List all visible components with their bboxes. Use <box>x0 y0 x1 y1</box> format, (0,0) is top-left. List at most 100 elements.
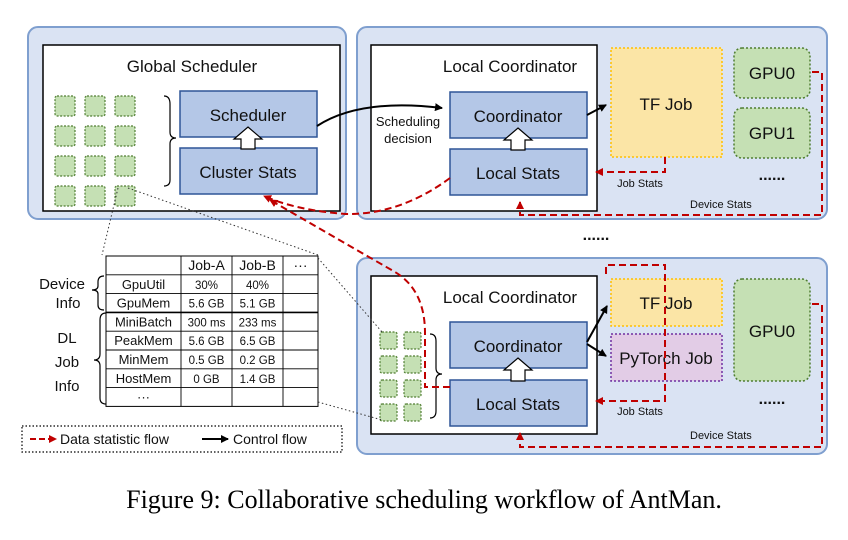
node-grid-global <box>54 95 136 207</box>
dl-job-info-label-2: Job <box>55 354 79 371</box>
figure-caption: Figure 9: Collaborative scheduling workf… <box>126 485 722 514</box>
data-flow-tfjob-to-localstats-1 <box>595 157 666 176</box>
table-cell: 30% <box>195 280 218 292</box>
coordinator-label-1: Coordinator <box>474 107 563 126</box>
device-info-brace <box>91 275 105 311</box>
pytorch-job-label: PyTorch Job <box>619 349 713 368</box>
gpu-node-icon <box>403 379 422 398</box>
gpu-node-icon <box>403 331 422 350</box>
data-flow-gpus-to-localstats-1 <box>516 71 823 216</box>
table-cell: 5.6 GB <box>189 299 225 311</box>
stats-table: Job-A Job-B ··· GpuUtil 30% 40% GpuMem 5.6 GB 5.… <box>105 255 319 407</box>
tf-job-box-1 <box>610 47 723 158</box>
grid-brace-global <box>163 95 177 187</box>
gpu-node-icon <box>54 125 76 147</box>
node-grid-local <box>379 331 422 422</box>
local-coordinator-title-1: Local Coordinator <box>443 57 578 76</box>
legend-box <box>21 425 343 453</box>
device-info-label-1: Device <box>39 276 85 293</box>
dl-job-info-label-3: Info <box>54 378 79 395</box>
table-cell: GpuMem <box>117 296 170 311</box>
device-info-label-2: Info <box>55 295 80 312</box>
zoom-line-right <box>127 187 319 256</box>
table-header-cell: Job-B <box>239 257 276 273</box>
gpu-node-icon <box>114 185 136 207</box>
table-cell: ··· <box>137 390 150 405</box>
table-cell: 40% <box>246 280 269 292</box>
table-cell: MinMem <box>119 352 169 367</box>
table-header-cell: ··· <box>294 257 308 273</box>
gpu-node-icon <box>114 95 136 117</box>
table-cell: 6.5 GB <box>240 336 276 348</box>
gpu-node-icon <box>379 355 398 374</box>
control-arrow-coordinator-to-tfjob-2 <box>586 305 608 343</box>
control-arrow-coordinator-to-pytorch <box>586 343 607 357</box>
tf-job-label-2: TF Job <box>640 294 693 313</box>
scheduler-label: Scheduler <box>210 106 287 125</box>
gpu-node-icon <box>403 355 422 374</box>
gpu0-label-2: GPU0 <box>749 322 795 341</box>
gpu1-box-1 <box>733 107 811 159</box>
scheduling-decision-label-1: Scheduling <box>376 114 440 129</box>
control-arrow-scheduler-to-coordinator <box>316 103 443 127</box>
data-flow-gpu-to-localstats-2 <box>516 303 823 448</box>
zoom-line-left <box>101 187 119 256</box>
tf-job-label-1: TF Job <box>640 95 693 114</box>
device-stats-label-1: Device Stats <box>690 199 752 211</box>
local-stats-box-2 <box>449 379 588 427</box>
gpu0-label-1: GPU0 <box>749 64 795 83</box>
control-arrow-coordinator-to-tfjob <box>586 104 607 116</box>
coordinator-label-2: Coordinator <box>474 337 563 356</box>
table-cell: MiniBatch <box>115 314 172 329</box>
table-cell: GpuUtil <box>122 277 165 292</box>
job-stats-label-1: Job Stats <box>617 178 663 190</box>
legend-data-flow-label: Data statistic flow <box>60 431 170 447</box>
gpu-node-icon <box>379 379 398 398</box>
gpu-node-icon <box>379 331 398 350</box>
local-coordinator-title-2: Local Coordinator <box>443 288 578 307</box>
gpu1-label-1: GPU1 <box>749 124 795 143</box>
legend-control-flow-label: Control flow <box>233 431 308 447</box>
global-scheduler-title: Global Scheduler <box>127 57 258 76</box>
pytorch-job-box <box>610 333 723 382</box>
hollow-up-arrow-1 <box>502 127 534 151</box>
table-cell: 0.2 GB <box>240 355 276 367</box>
gpu-ellipsis-1: ...... <box>759 167 786 184</box>
local-stats-label-1: Local Stats <box>476 164 560 183</box>
local-stats-label-2: Local Stats <box>476 395 560 414</box>
zoom-line-local-bottom <box>317 401 383 421</box>
tf-job-box-2 <box>610 278 723 327</box>
hollow-up-arrow-global <box>232 126 264 150</box>
gpu-node-icon <box>114 155 136 177</box>
cluster-stats-box <box>179 147 318 195</box>
gpu-node-icon <box>54 155 76 177</box>
gpu-node-icon <box>54 95 76 117</box>
hollow-up-arrow-2 <box>502 357 534 382</box>
gpu-ellipsis-2: ...... <box>759 391 786 408</box>
coordinators-ellipsis: ...... <box>583 227 610 244</box>
table-cell: PeakMem <box>114 333 173 348</box>
gpu-node-icon <box>84 95 106 117</box>
table-cell: 233 ms <box>239 317 277 329</box>
grid-brace-local <box>429 333 443 419</box>
table-cell: 5.6 GB <box>189 336 225 348</box>
scheduling-decision-label-2: decision <box>384 131 432 146</box>
gpu0-box-2 <box>733 278 811 382</box>
device-stats-label-2: Device Stats <box>690 430 752 442</box>
gpu-node-icon <box>84 155 106 177</box>
table-header-cell: Job-A <box>188 257 225 273</box>
gpu-node-icon <box>84 185 106 207</box>
table-cell: 1.4 GB <box>240 374 276 386</box>
gpu0-box-1 <box>733 47 811 99</box>
gpu-node-icon <box>403 403 422 422</box>
data-flow-jobs-to-localstats-2 <box>595 264 666 405</box>
gpu-node-icon <box>84 125 106 147</box>
table-cell: 0 GB <box>193 374 220 386</box>
table-cell: 0.5 GB <box>189 355 225 367</box>
local-stats-box-1 <box>449 148 588 196</box>
data-flow-localstats1-to-cluster <box>263 177 451 216</box>
gpu-node-icon <box>114 125 136 147</box>
gpu-node-icon <box>379 403 398 422</box>
table-cell: 5.1 GB <box>240 299 276 311</box>
